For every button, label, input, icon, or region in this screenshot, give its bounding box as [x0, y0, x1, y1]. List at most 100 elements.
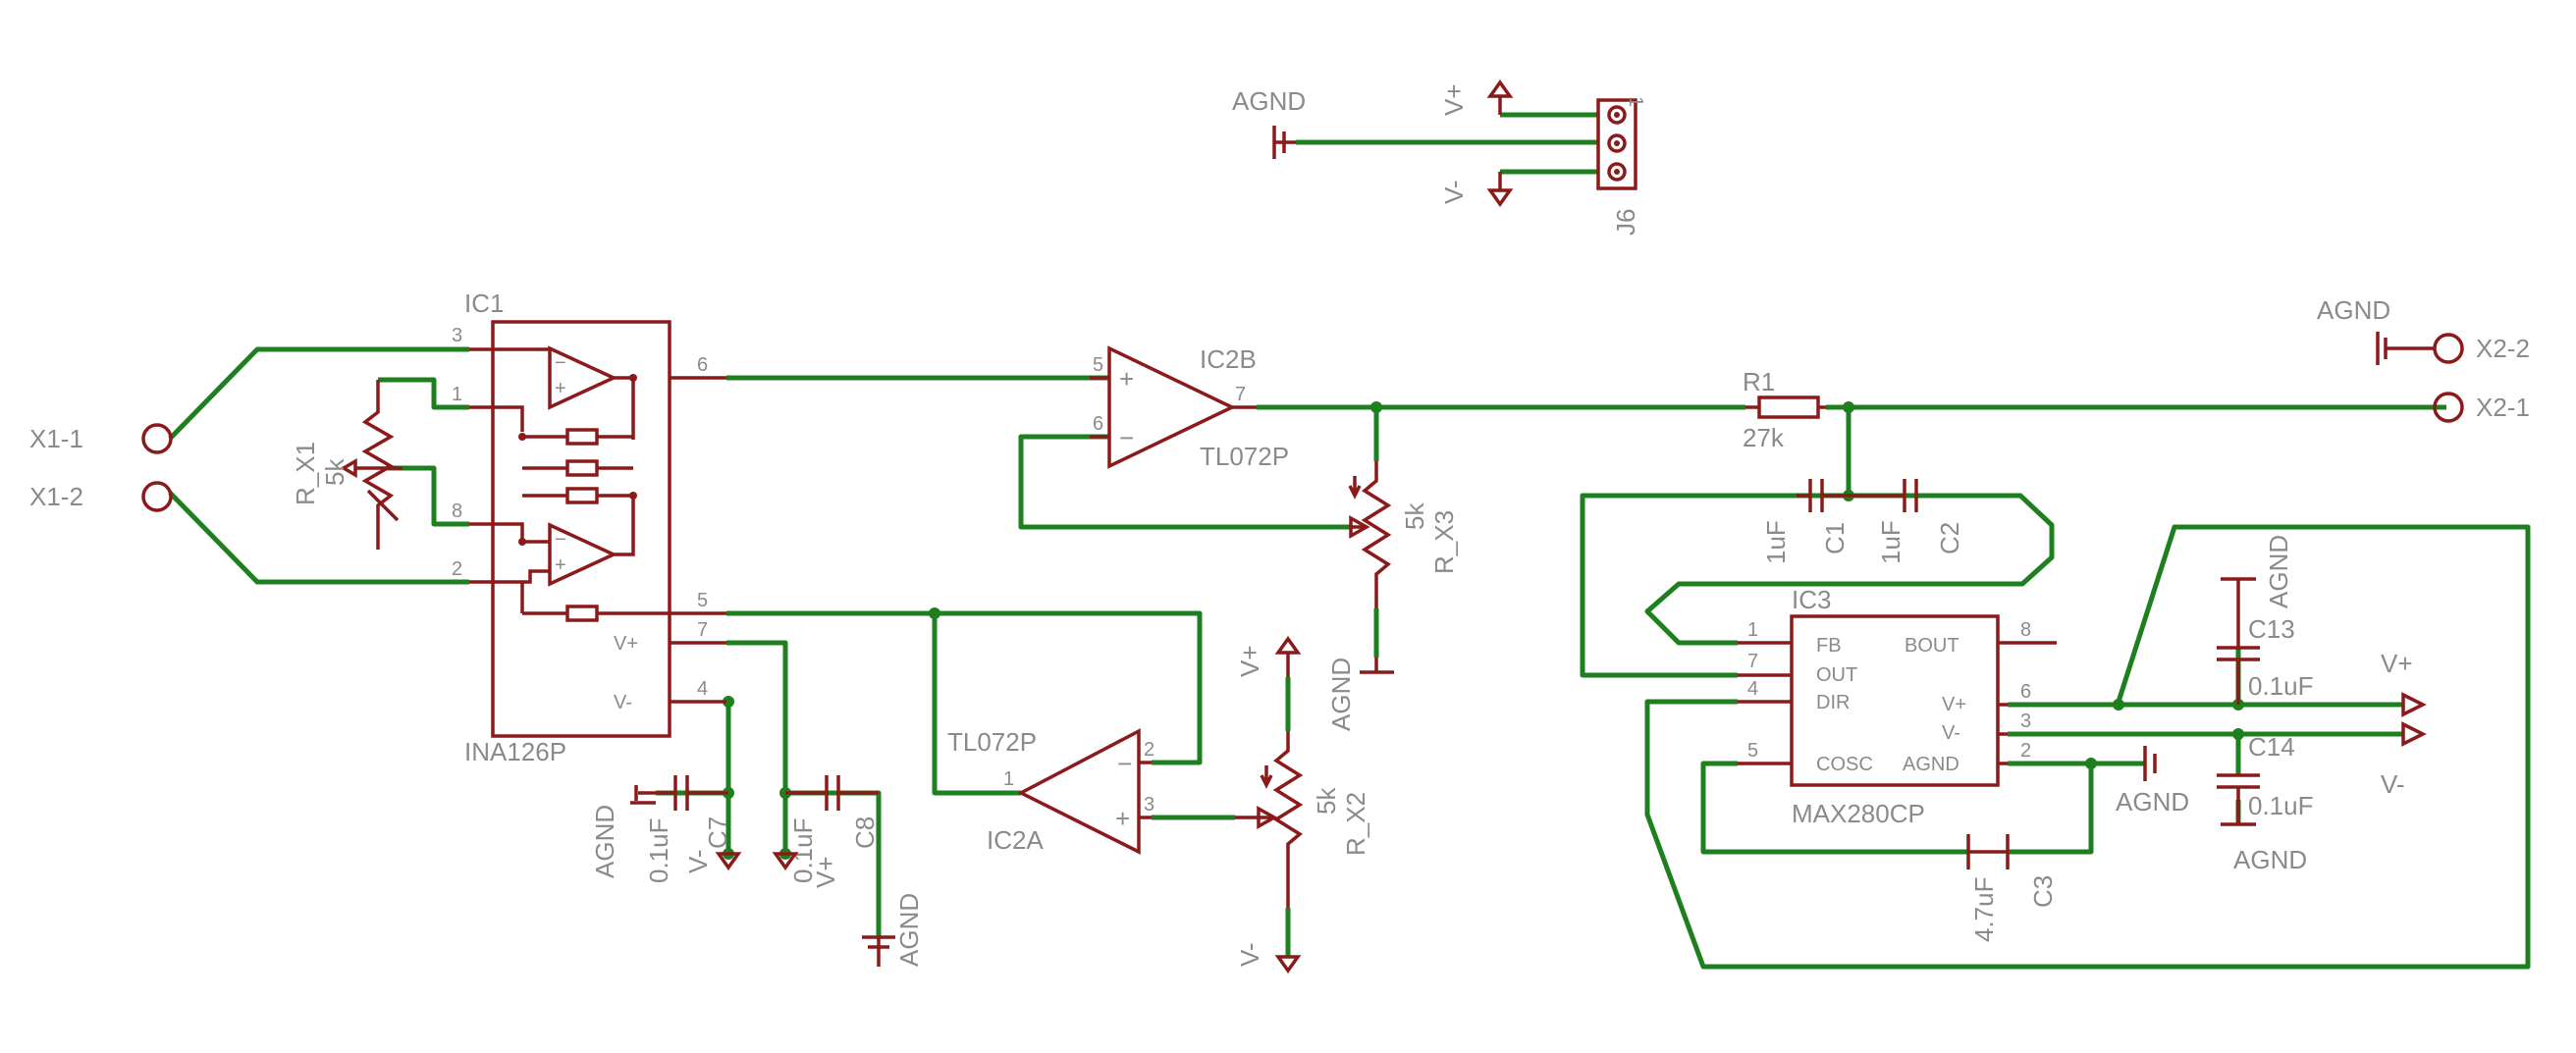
- r1-name: R1: [1743, 367, 1775, 396]
- c13-capacitor: AGND C13 0.1uF: [2217, 535, 2314, 705]
- vminus-output-label: V-: [2381, 769, 2405, 799]
- c3-capacitor: 4.7uF C3: [1966, 834, 2058, 942]
- c13-agnd-label: AGND: [2264, 535, 2293, 608]
- ic2a-pin2: 2: [1144, 739, 1154, 761]
- ic2b-pin7: 7: [1235, 384, 1246, 405]
- r-x2-vminus-label: V-: [1235, 942, 1264, 967]
- j6-vplus-symbol: V+: [1439, 79, 1514, 116]
- ic2b-pin5: 5: [1093, 354, 1103, 376]
- ic2b-opamp: + − IC2B TL072P 5 6 7: [1090, 344, 1289, 471]
- c8-capacitor: 0.1uF C8: [785, 775, 880, 883]
- j6-connector: 1 J6: [1596, 96, 1646, 236]
- c7-value: 0.1uF: [644, 818, 673, 884]
- ic3-pin7: 7: [1747, 651, 1758, 672]
- x1-1-label: X1-1: [29, 424, 83, 453]
- x1-2-label: X1-2: [29, 482, 83, 511]
- svg-text:−: −: [1119, 423, 1134, 452]
- ic2b-value: TL072P: [1200, 442, 1289, 471]
- ic2b-pin6: 6: [1093, 413, 1103, 435]
- vplus-output-label: V+: [2381, 649, 2413, 678]
- ic1-vplus-label: V+: [614, 633, 638, 655]
- c2-capacitor: 1uF C2: [1849, 479, 1964, 564]
- c7-name: C7: [703, 816, 732, 849]
- x2-1-terminal: X2-1: [2433, 392, 2530, 423]
- r-x1-value: 5k: [320, 458, 349, 486]
- x2-agnd-label: AGND: [2317, 295, 2390, 325]
- x2-1-label: X2-1: [2476, 393, 2530, 422]
- ic1-pin1: 1: [452, 384, 462, 405]
- r-x2-potentiometer: 5k R_X2: [1235, 731, 1370, 908]
- ic1-pin5: 5: [697, 590, 708, 611]
- ic3-pin3: 3: [2020, 711, 2031, 732]
- ic2a-pin3: 3: [1144, 794, 1154, 816]
- ic3-max280cp: IC3 MAX280CP 1 7 4 5 8 6 3 2 FB OUT DIR …: [1738, 585, 2057, 828]
- ic2b-name: IC2B: [1200, 344, 1257, 374]
- c1-name: C1: [1820, 522, 1850, 554]
- ic3-vminus-label: V-: [1942, 722, 1960, 744]
- x2-2-terminal: AGND X2-2: [2317, 295, 2530, 365]
- vminus-output-symbol: V-: [2381, 721, 2427, 799]
- ic3-pin6: 6: [2020, 681, 2031, 703]
- ic3-pin8: 8: [2020, 619, 2031, 641]
- c8-value: 0.1uF: [788, 818, 818, 884]
- c7-vminus-symbol: V-: [683, 849, 742, 873]
- c8-agnd-symbol: AGND: [862, 893, 924, 967]
- c13-value: 0.1uF: [2248, 671, 2314, 701]
- c8-agnd-label: AGND: [894, 893, 924, 967]
- ic1-pin3: 3: [452, 325, 462, 346]
- svg-text:−: −: [555, 529, 566, 551]
- ic1-pin4: 4: [697, 678, 708, 700]
- svg-text:−: −: [555, 352, 566, 374]
- ic2a-opamp: − + TL072P IC2A 1 2 3: [947, 727, 1154, 855]
- c7-capacitor: 0.1uF C7: [644, 775, 732, 883]
- c2-value: 1uF: [1876, 520, 1905, 564]
- c7-vminus-label: V-: [683, 849, 713, 873]
- c1-value: 1uF: [1761, 520, 1791, 564]
- ic1-vminus-label: V-: [614, 692, 632, 713]
- c2-name: C2: [1935, 522, 1964, 554]
- ic2a-value: TL072P: [947, 727, 1037, 757]
- ic1-pin7: 7: [697, 619, 708, 641]
- svg-text:+: +: [555, 554, 566, 576]
- c8-vplus-label: V+: [811, 856, 840, 888]
- r-x3-value: 5k: [1400, 502, 1429, 530]
- c7-agnd-symbol: AGND: [590, 785, 656, 878]
- ic1-pin2: 2: [452, 558, 462, 580]
- j6-vplus-label: V+: [1439, 83, 1469, 116]
- ic1-ina126p: −+ −+ IC1 INA126P 3 1 8 2 6 5 7 4 V+ V-: [452, 289, 726, 766]
- ic3-cosc-label: COSC: [1816, 754, 1873, 775]
- ic3-pin1: 1: [1747, 619, 1758, 641]
- svg-text:+: +: [555, 378, 566, 399]
- c13-name: C13: [2248, 614, 2295, 644]
- ic1-value: INA126P: [464, 737, 566, 766]
- x2-2-label: X2-2: [2476, 334, 2530, 363]
- r-x2-value: 5k: [1312, 787, 1341, 815]
- c7-agnd-label: AGND: [590, 805, 619, 878]
- vplus-output-symbol: V+: [2381, 649, 2427, 717]
- r-x1-name: R_X1: [291, 442, 320, 505]
- x1-2-terminal: X1-2: [29, 481, 173, 512]
- ic3-agnd-label: AGND: [1903, 754, 1959, 775]
- ic2a-name: IC2A: [987, 825, 1044, 855]
- c3-name: C3: [2028, 875, 2058, 908]
- ic3-pin4: 4: [1747, 678, 1758, 700]
- j6-agnd-symbol: AGND: [1232, 86, 1306, 159]
- ic2a-pin1: 1: [1003, 768, 1014, 790]
- r-x3-agnd-label: AGND: [1326, 658, 1356, 731]
- ic3-vplus-label: V+: [1942, 694, 1966, 715]
- svg-text:−: −: [1117, 749, 1132, 778]
- c8-vplus-symbol: V+: [772, 852, 840, 888]
- ic3-value: MAX280CP: [1792, 799, 1925, 828]
- x1-1-terminal: X1-1: [29, 423, 173, 454]
- c14-capacitor: C14 0.1uF AGND: [2217, 732, 2314, 874]
- ic3-name: IC3: [1792, 585, 1831, 614]
- j6-agnd-label: AGND: [1232, 86, 1306, 116]
- ic3-fb-label: FB: [1816, 635, 1842, 657]
- r-x2-vplus-label: V+: [1235, 645, 1264, 677]
- junction-dots: [723, 401, 2244, 860]
- r1-resistor: R1 27k: [1743, 367, 1826, 452]
- r-x3-agnd-symbol: AGND: [1326, 658, 1394, 731]
- r1-value: 27k: [1743, 423, 1785, 452]
- svg-text:+: +: [1115, 804, 1130, 833]
